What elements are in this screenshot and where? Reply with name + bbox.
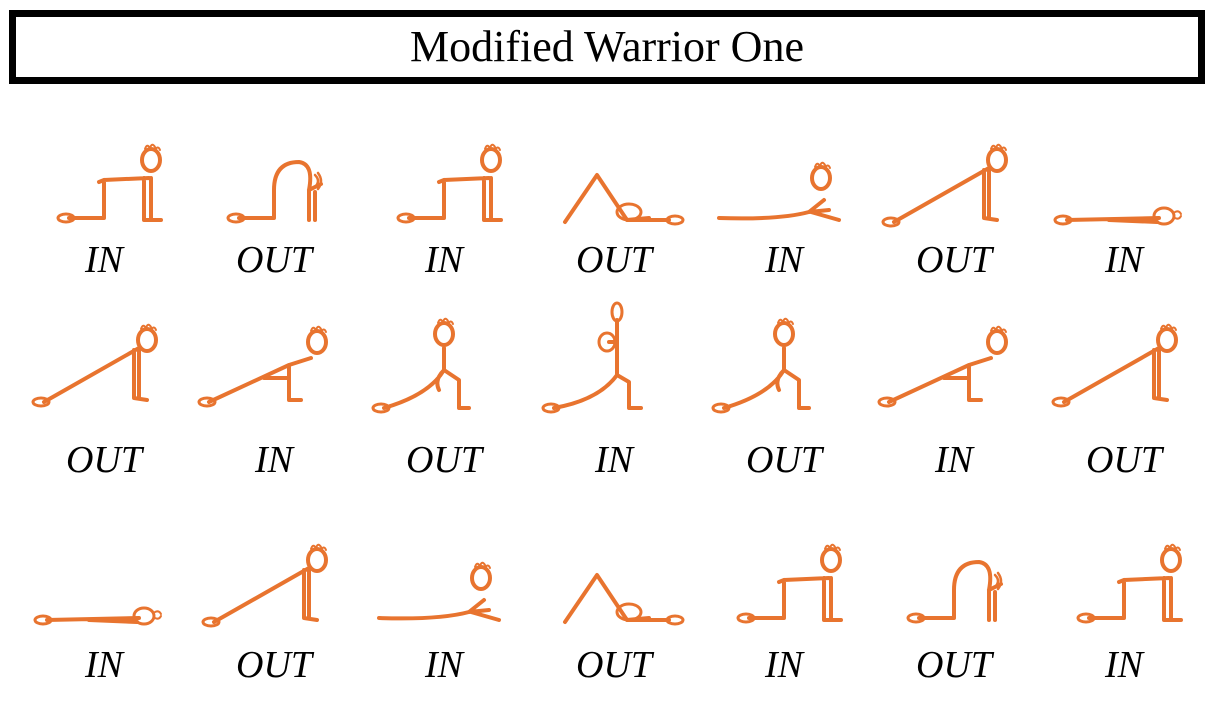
downward-dog-pose	[529, 540, 699, 640]
table-top-pose	[19, 140, 189, 240]
breath-label: IN	[765, 644, 803, 686]
lunge-knee-down-pose	[189, 320, 359, 420]
breath-label: IN	[1105, 239, 1143, 281]
table-top-pose	[1039, 540, 1209, 640]
pose-step: OUT	[529, 540, 699, 710]
breath-label: OUT	[915, 644, 993, 686]
table-top-pose	[359, 140, 529, 240]
pose-step: IN	[699, 140, 869, 310]
warrior-lunge-pose-drawing	[371, 317, 471, 414]
plank-pose-drawing	[201, 543, 328, 628]
cobra-pose	[699, 140, 869, 240]
lying-down-pose-drawing	[1053, 206, 1182, 226]
warrior-one-arms-up-pose	[529, 301, 699, 420]
pose-step: IN	[1039, 540, 1209, 710]
table-top-pose-drawing	[396, 143, 503, 224]
breath-label: OUT	[915, 239, 993, 281]
breath-label: OUT	[405, 439, 483, 481]
title-box: Modified Warrior One	[9, 10, 1205, 84]
plank-pose	[1039, 320, 1209, 420]
warrior-lunge-pose-drawing	[711, 317, 811, 414]
pose-step: IN	[19, 140, 189, 310]
pose-step: OUT	[1039, 320, 1209, 490]
plank-pose	[869, 140, 1039, 240]
breath-label: OUT	[1085, 439, 1163, 481]
pose-step: OUT	[189, 540, 359, 710]
plank-pose-drawing	[1051, 323, 1178, 408]
lying-down-pose	[1039, 140, 1209, 240]
breath-label: OUT	[575, 644, 653, 686]
downward-dog-pose-drawing	[563, 573, 685, 626]
plank-pose-drawing	[31, 323, 158, 408]
cat-pose-drawing	[906, 560, 1003, 624]
plank-pose-drawing	[881, 143, 1008, 228]
table-top-pose-drawing	[736, 543, 843, 624]
breath-label: IN	[255, 439, 293, 481]
downward-dog-pose-drawing	[563, 173, 685, 226]
breath-label: IN	[425, 644, 463, 686]
breath-label: OUT	[65, 439, 143, 481]
breath-label: OUT	[235, 644, 313, 686]
pose-step: IN	[1039, 140, 1209, 310]
pose-step: IN	[19, 540, 189, 710]
warrior-lunge-pose	[699, 317, 869, 420]
pose-step: OUT	[869, 540, 1039, 710]
pose-step: IN	[529, 301, 699, 490]
pose-step: OUT	[189, 140, 359, 310]
breath-label: IN	[85, 239, 123, 281]
pose-step: IN	[189, 320, 359, 490]
pose-step: OUT	[699, 317, 869, 490]
pose-step: IN	[359, 540, 529, 710]
breath-label: OUT	[745, 439, 823, 481]
lying-down-pose	[19, 540, 189, 640]
pose-step: IN	[699, 540, 869, 710]
cat-pose	[189, 140, 359, 240]
warrior-lunge-pose	[359, 317, 529, 420]
warrior-one-arms-up-pose-drawing	[541, 301, 643, 414]
breath-label: IN	[765, 239, 803, 281]
cobra-pose	[359, 540, 529, 640]
lunge-knee-down-pose-drawing	[197, 325, 328, 408]
breath-label: IN	[935, 439, 973, 481]
lunge-knee-down-pose-drawing	[877, 325, 1008, 408]
table-top-pose-drawing	[56, 143, 163, 224]
cat-pose-drawing	[226, 160, 323, 224]
breath-label: IN	[1105, 644, 1143, 686]
downward-dog-pose	[529, 140, 699, 240]
lunge-knee-down-pose	[869, 320, 1039, 420]
pose-step: OUT	[869, 140, 1039, 310]
table-top-pose	[699, 540, 869, 640]
pose-step: IN	[869, 320, 1039, 490]
pose-step: OUT	[529, 140, 699, 310]
breath-label: IN	[595, 439, 633, 481]
breath-label: OUT	[235, 239, 313, 281]
lying-down-pose-drawing	[33, 606, 162, 626]
breath-label: IN	[85, 644, 123, 686]
plank-pose	[19, 320, 189, 420]
cobra-pose-drawing	[717, 161, 841, 222]
cobra-pose-drawing	[377, 561, 501, 622]
pose-step: OUT	[359, 317, 529, 490]
breath-label: IN	[425, 239, 463, 281]
page-title: Modified Warrior One	[410, 22, 804, 71]
pose-step: IN	[359, 140, 529, 310]
breath-label: OUT	[575, 239, 653, 281]
plank-pose	[189, 540, 359, 640]
pose-step: OUT	[19, 320, 189, 490]
cat-pose	[869, 540, 1039, 640]
table-top-pose-drawing	[1076, 543, 1183, 624]
